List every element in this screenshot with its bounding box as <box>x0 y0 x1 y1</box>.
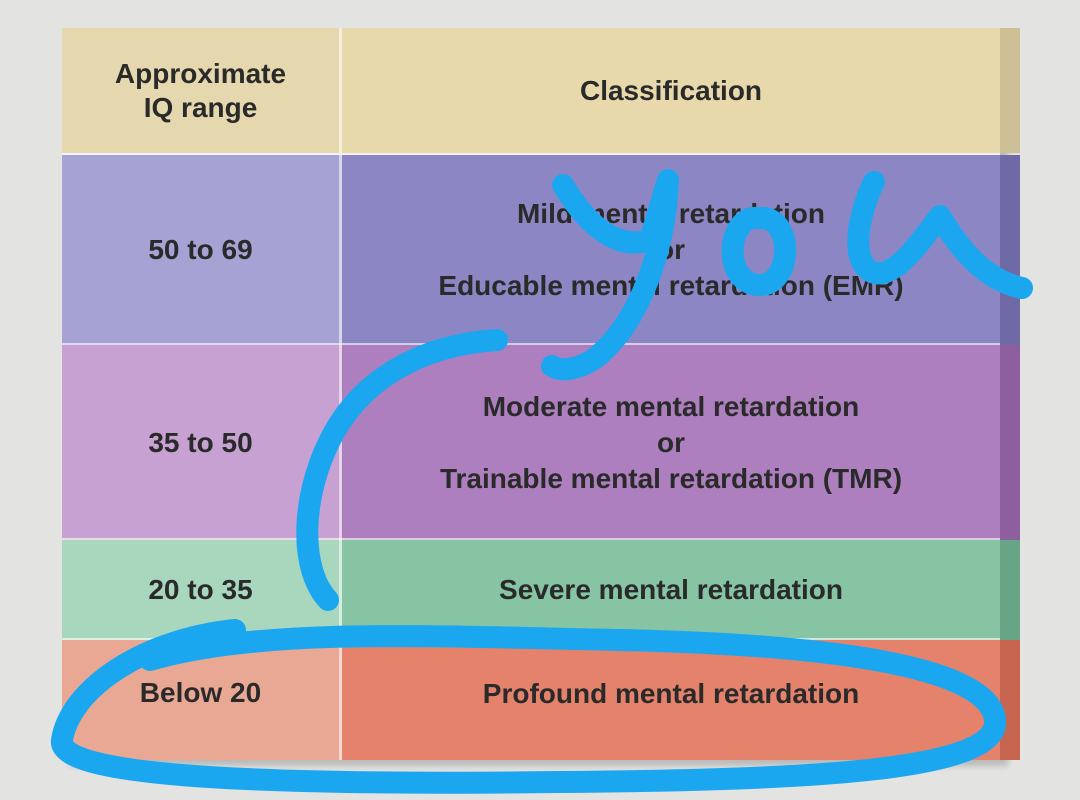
classification-line: Severe mental retardation <box>499 574 843 605</box>
iq-cell: Below 20 <box>62 640 342 760</box>
classification-cell: Severe mental retardation <box>342 540 1000 640</box>
table-row: 50 to 69 Mild mental retardation or Educ… <box>62 153 1020 345</box>
classification-line: Profound mental retardation <box>482 678 860 709</box>
header-iq-range: Approximate IQ range <box>62 28 342 153</box>
classification-line: Educable mental retardation (EMR) <box>438 270 904 301</box>
table-row: 35 to 50 Moderate mental retardation or … <box>62 343 1020 540</box>
classification-line: or <box>657 426 685 458</box>
classification-cell: Moderate mental retardation or Trainable… <box>342 345 1000 540</box>
iq-cell: 50 to 69 <box>62 155 342 345</box>
iq-classification-table: Approximate IQ range Classification 50 t… <box>62 28 1020 760</box>
classification-cell: Mild mental retardation or Educable ment… <box>342 155 1000 345</box>
table-header-row: Approximate IQ range Classification <box>62 28 1020 153</box>
classification-line: Trainable mental retardation (TMR) <box>439 462 903 494</box>
classification-cell: Profound mental retardation <box>342 640 1000 760</box>
table-row: Below 20 Profound mental retardation <box>62 638 1020 760</box>
iq-cell: 35 to 50 <box>62 345 342 540</box>
header-classification: Classification <box>342 28 1000 153</box>
classification-line: Moderate mental retardation <box>482 390 860 422</box>
table-row: 20 to 35 Severe mental retardation <box>62 538 1020 640</box>
iq-cell: 20 to 35 <box>62 540 342 640</box>
classification-line: Mild mental retardation <box>516 198 826 229</box>
classification-line: or <box>657 234 685 265</box>
